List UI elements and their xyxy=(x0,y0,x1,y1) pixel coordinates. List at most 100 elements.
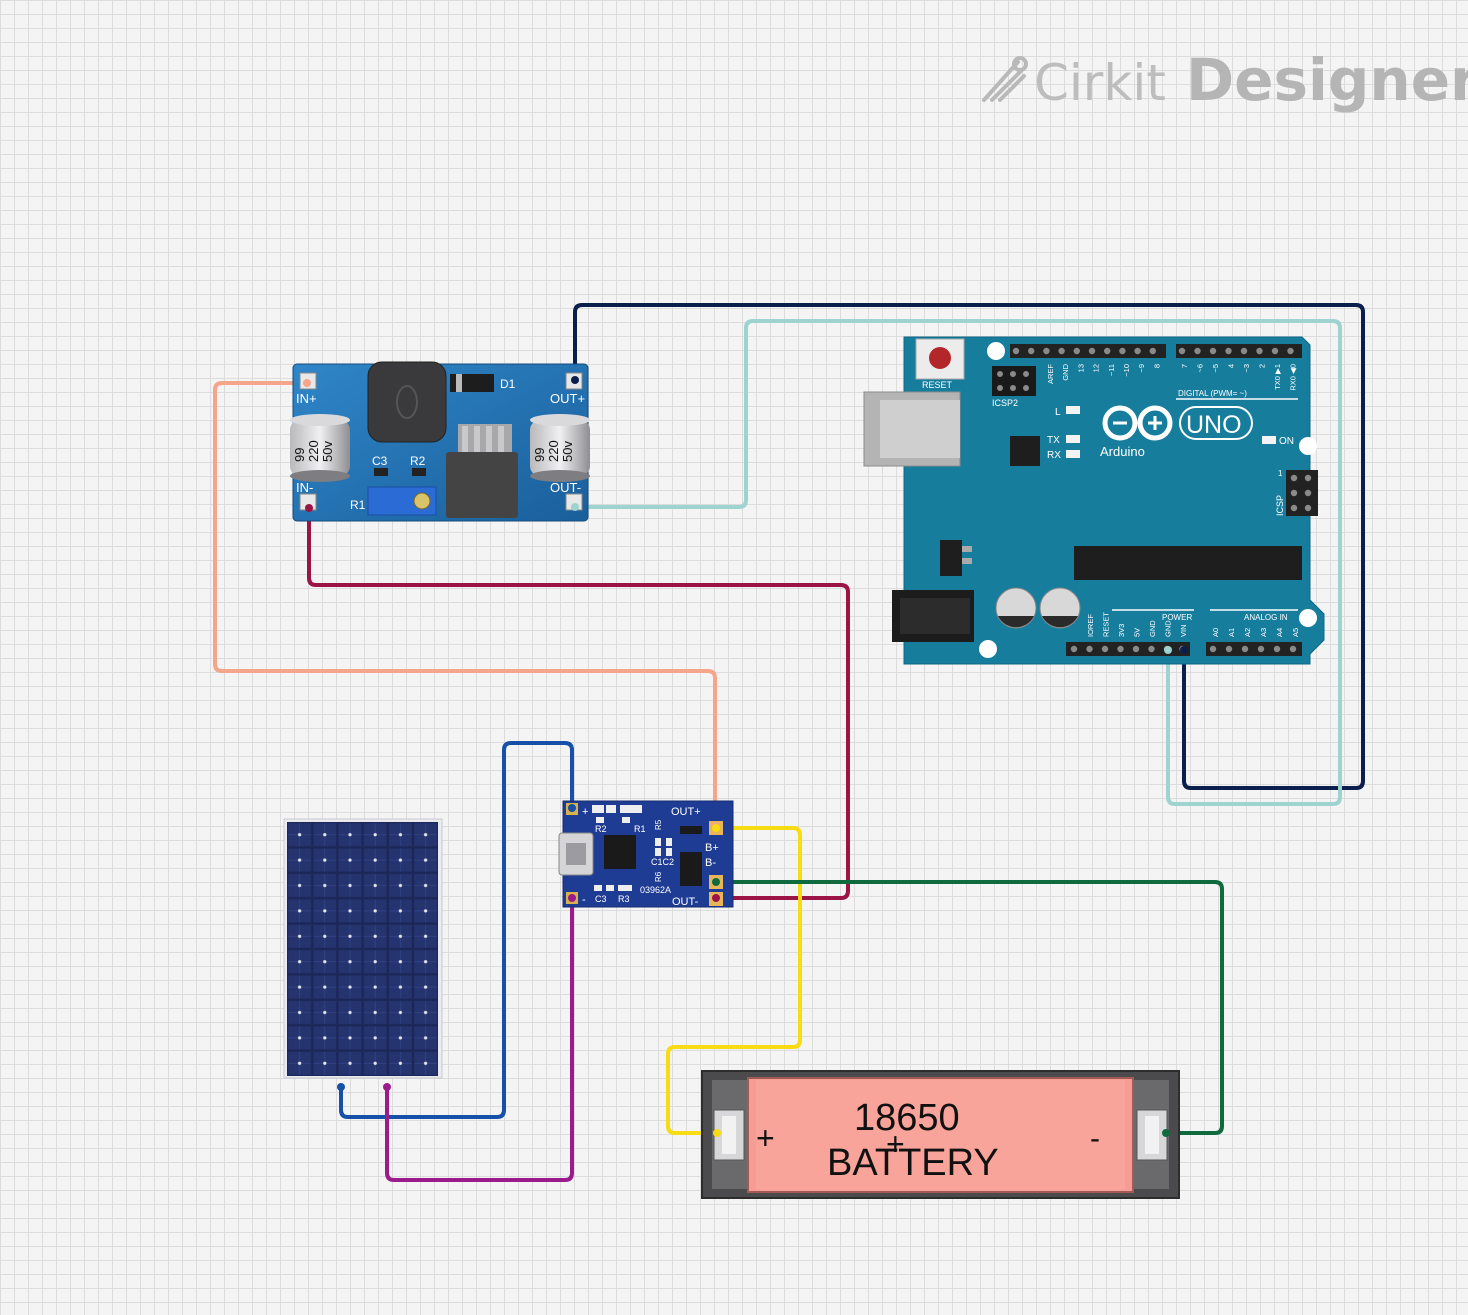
wire-purple-solar-to-charger[interactable] xyxy=(385,898,574,1182)
header-pin[interactable] xyxy=(1149,347,1157,355)
arduino-pin-label: RX0 ◀0 xyxy=(1289,364,1298,391)
header-pin[interactable] xyxy=(1134,347,1141,355)
icsp2-pin[interactable] xyxy=(1010,371,1016,377)
wire-endpoint-dot[interactable] xyxy=(712,878,720,886)
icsp2-pin[interactable] xyxy=(997,371,1003,377)
icsp-pin[interactable] xyxy=(1304,474,1312,482)
wire-endpoint-dot[interactable] xyxy=(1164,646,1172,654)
wire-endpoint-dot[interactable] xyxy=(383,1083,391,1091)
wire-endpoint-dot[interactable] xyxy=(712,824,720,832)
header-pin[interactable] xyxy=(1028,347,1035,355)
wire-endpoint-dot[interactable] xyxy=(303,379,311,387)
smd-c3 xyxy=(374,468,388,476)
header-pin[interactable] xyxy=(1240,347,1248,355)
wire-endpoint-dot[interactable] xyxy=(337,1083,345,1091)
wire-endpoints xyxy=(303,376,1188,1137)
icsp-pin[interactable] xyxy=(1290,474,1298,482)
header-pin[interactable] xyxy=(1088,347,1096,355)
label-in-plus: IN+ xyxy=(296,391,317,406)
header-pin[interactable] xyxy=(1194,347,1201,355)
led-tx xyxy=(1066,435,1080,443)
arduino-pin-label: IOREF xyxy=(1086,614,1095,637)
header-pin[interactable] xyxy=(1287,347,1294,355)
icsp-pin[interactable] xyxy=(1304,489,1312,497)
header-pin[interactable] xyxy=(1209,347,1217,355)
header-pin[interactable] xyxy=(1241,645,1249,653)
wire-endpoint-dot[interactable] xyxy=(568,894,576,902)
label-on: ON xyxy=(1279,436,1294,447)
wire-endpoint-dot[interactable] xyxy=(712,894,720,902)
battery-minus-sign: - xyxy=(1090,1122,1100,1155)
label-charger-b-minus: B- xyxy=(705,857,716,869)
arduino-pin-label: A4 xyxy=(1275,628,1284,637)
tp4056-charger-module[interactable]: OUT+ OUT- B+ B- + - R2 R1 R3 C3 C1C2 R5 … xyxy=(558,800,734,908)
header-pin[interactable] xyxy=(1086,645,1093,653)
header-pin[interactable] xyxy=(1058,347,1065,355)
header-pin[interactable] xyxy=(1043,347,1050,355)
inductor xyxy=(367,361,447,443)
header-pin[interactable] xyxy=(1012,347,1020,355)
label-charger-r2: R2 xyxy=(595,824,607,834)
solar-panel[interactable] xyxy=(283,818,443,1079)
label-icsp-pin1: 1 xyxy=(1278,469,1283,478)
wire-endpoint-dot[interactable] xyxy=(305,504,313,512)
buck-converter-module[interactable]: IN+ OUT+ IN- OUT- D1 220 99 50v 220 xyxy=(290,361,590,522)
wire-salmon-in-plus-to-charger[interactable] xyxy=(213,381,717,826)
potentiometer-screw[interactable] xyxy=(413,492,431,510)
icsp-pin[interactable] xyxy=(1304,504,1312,512)
wire-endpoint-dot[interactable] xyxy=(1162,1129,1170,1137)
header-pin[interactable] xyxy=(1101,645,1109,653)
icsp2-pin[interactable] xyxy=(1023,385,1029,391)
header-pin[interactable] xyxy=(1073,347,1081,355)
wire-endpoint-dot[interactable] xyxy=(713,1129,721,1137)
arduino-pin-label: TX0 ▶1 xyxy=(1273,364,1282,390)
header-pin[interactable] xyxy=(1104,347,1111,355)
header-pin[interactable] xyxy=(1148,645,1155,653)
wire-endpoint-dot[interactable] xyxy=(568,804,576,812)
arduino-pin-label: AREF xyxy=(1046,364,1055,384)
battery-18650-holder[interactable]: 18650 BATTERY + + - xyxy=(701,1070,1180,1199)
wire-yellow-bplus-to-battery[interactable] xyxy=(666,826,802,1135)
arduino-pin-label: GND xyxy=(1061,363,1070,380)
atmega-chip xyxy=(1074,546,1302,580)
header-pin[interactable] xyxy=(1256,347,1263,355)
label-digital: DIGITAL (PWM= ~) xyxy=(1178,389,1247,398)
label-r1: R1 xyxy=(350,498,366,512)
wire-endpoint-dot[interactable] xyxy=(1180,646,1188,654)
wire-green-bminus-to-battery[interactable] xyxy=(716,880,1224,1135)
arduino-pcb xyxy=(903,336,1325,665)
icsp2-pin[interactable] xyxy=(1023,371,1029,377)
arduino-uno-board[interactable]: RESET ICSP2 L TX RX ON Arduino UNO xyxy=(863,336,1325,665)
icsp-pin[interactable] xyxy=(1290,489,1298,497)
header-pin[interactable] xyxy=(1117,645,1124,653)
capacitor-right: 220 99 50v xyxy=(530,414,590,482)
battery-label-line1: 18650 xyxy=(854,1097,960,1139)
wire-endpoint-dot[interactable] xyxy=(571,503,579,511)
arduino-pin-label: ~11 xyxy=(1107,364,1116,376)
wire-navy-out-plus-to-vin[interactable] xyxy=(573,303,1365,790)
wire-endpoint-dot[interactable] xyxy=(571,376,579,384)
header-pin[interactable] xyxy=(1225,645,1233,653)
icsp2-pin[interactable] xyxy=(997,385,1003,391)
cap-right-code: 99 xyxy=(532,448,547,462)
header-pin[interactable] xyxy=(1289,645,1297,653)
header-pin[interactable] xyxy=(1132,645,1140,653)
header-pin[interactable] xyxy=(1225,347,1232,355)
header-pin[interactable] xyxy=(1178,347,1186,355)
header-pin[interactable] xyxy=(1209,645,1217,653)
wire-blue-solar-to-charger[interactable] xyxy=(339,741,574,1119)
label-power: POWER xyxy=(1162,613,1192,622)
arduino-infinity-icon xyxy=(1102,405,1173,441)
wire-teal-out-minus-to-gnd[interactable] xyxy=(575,319,1342,806)
header-pin[interactable] xyxy=(1273,645,1281,653)
icsp-pin[interactable] xyxy=(1290,504,1298,512)
header-pin[interactable] xyxy=(1271,347,1279,355)
header-pin[interactable] xyxy=(1070,645,1078,653)
wire-crimson-in-minus-to-charger[interactable] xyxy=(307,508,850,900)
led-l xyxy=(1066,406,1080,414)
header-pin[interactable] xyxy=(1119,347,1126,355)
logo-leaf-icon xyxy=(982,56,1028,102)
uno-badge xyxy=(1179,406,1253,440)
icsp2-pin[interactable] xyxy=(1010,385,1016,391)
header-pin[interactable] xyxy=(1257,645,1265,653)
